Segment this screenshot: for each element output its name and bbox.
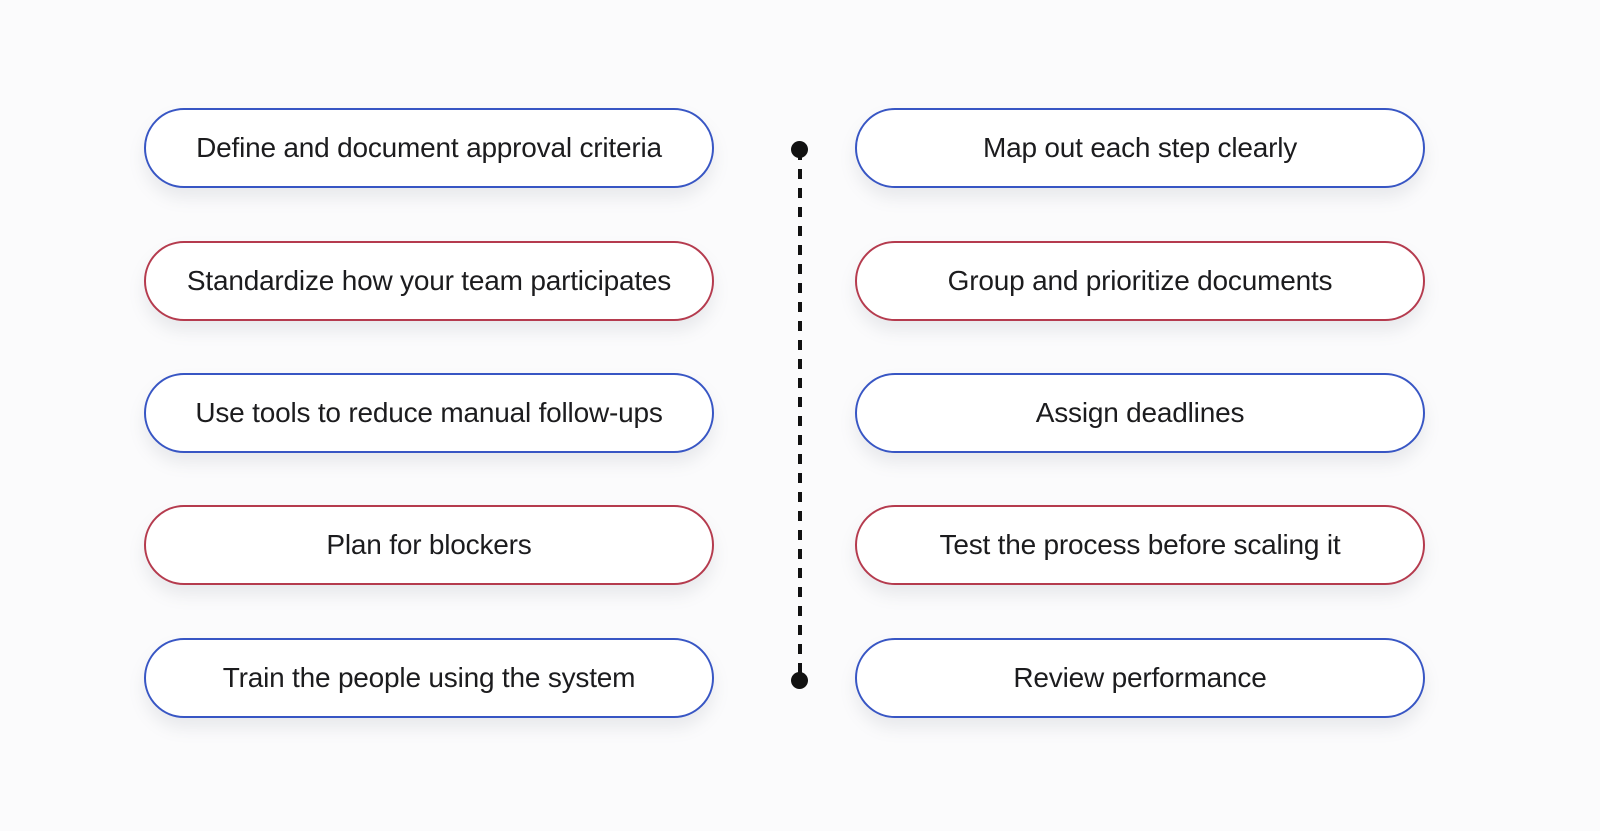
pill-label: Define and document approval criteria [196, 132, 662, 163]
pill-label: Test the process before scaling it [939, 529, 1341, 560]
pill-group-prioritize-documents: Group and prioritize documents [855, 241, 1425, 321]
pill-test-process: Test the process before scaling it [855, 505, 1425, 585]
pill-review-performance: Review performance [855, 638, 1425, 718]
pill-label: Standardize how your team participates [186, 265, 672, 296]
pill-plan-for-blockers: Plan for blockers [144, 505, 714, 585]
connector-dot-top-icon [791, 141, 808, 158]
pill-train-people: Train the people using the system [144, 638, 714, 718]
pill-define-approval-criteria: Define and document approval criteria [144, 108, 714, 188]
pill-label: Plan for blockers [326, 529, 532, 560]
pill-label: Map out each step clearly [982, 132, 1298, 163]
connector-dot-bottom-icon [791, 672, 808, 689]
pill-assign-deadlines: Assign deadlines [855, 373, 1425, 453]
pill-map-out-steps: Map out each step clearly [855, 108, 1425, 188]
pill-label: Review performance [1013, 662, 1267, 693]
pill-label: Assign deadlines [1035, 397, 1245, 428]
pill-label: Use tools to reduce manual follow-ups [195, 397, 663, 428]
dashed-line [798, 150, 802, 680]
pill-standardize-participation: Standardize how your team participates [144, 241, 714, 321]
pill-use-tools: Use tools to reduce manual follow-ups [144, 373, 714, 453]
pill-label: Group and prioritize documents [947, 265, 1333, 296]
pill-label: Train the people using the system [222, 662, 636, 693]
